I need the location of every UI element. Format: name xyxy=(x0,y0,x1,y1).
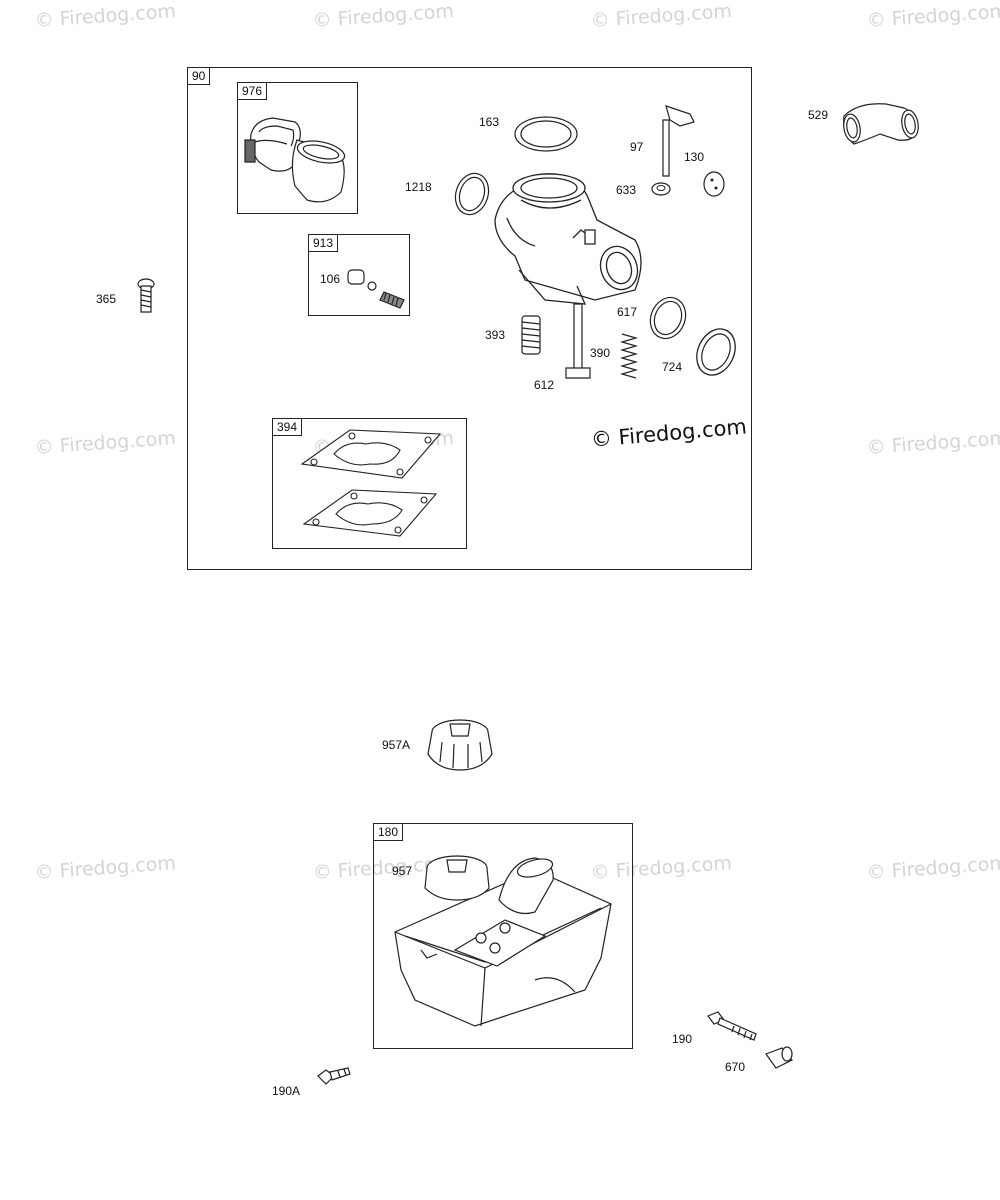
gasket-set-drawing xyxy=(290,420,450,540)
part-label-163[interactable]: 163 xyxy=(479,115,500,129)
part-label-365[interactable]: 365 xyxy=(96,292,117,306)
watermark: © Firedog.com xyxy=(34,852,177,884)
gasket-1218-drawing xyxy=(452,172,496,220)
throttle-shaft-drawing xyxy=(650,100,700,180)
bowl-bolt-612-drawing xyxy=(560,300,600,386)
watermark: © Firedog.com xyxy=(312,0,455,32)
watermark: © Firedog.com xyxy=(866,852,1000,884)
part-label-670[interactable]: 670 xyxy=(725,1060,746,1074)
watermark: © Firedog.com xyxy=(590,0,733,32)
fuel-tank-drawing xyxy=(385,840,625,1040)
watermark: © Firedog.com xyxy=(866,0,1000,32)
carburetor-assembly-frame: 90 xyxy=(187,67,752,570)
elbow-529-drawing xyxy=(838,94,924,150)
part-label-190[interactable]: 190 xyxy=(672,1032,693,1046)
seal-633-drawing xyxy=(650,180,672,198)
part-label-190A[interactable]: 190A xyxy=(272,1084,301,1098)
part-label-1218[interactable]: 1218 xyxy=(405,180,432,194)
fuel-tank-assembly-frame: 180 xyxy=(373,823,633,1049)
part-label-957[interactable]: 957 xyxy=(392,864,413,878)
screw-365-drawing xyxy=(134,276,158,316)
o-ring-163-drawing xyxy=(512,112,582,158)
needle-kit-drawing xyxy=(340,262,410,312)
throttle-plate-drawing xyxy=(700,170,730,200)
spring-390-drawing xyxy=(618,330,640,380)
gasket-kit-frame: 394 xyxy=(272,418,467,549)
part-label-130[interactable]: 130 xyxy=(684,150,705,164)
part-label-529[interactable]: 529 xyxy=(808,108,829,122)
assembly-callout-180[interactable]: 180 xyxy=(374,824,404,841)
assembly-callout-976[interactable]: 976 xyxy=(238,83,268,100)
part-label-617[interactable]: 617 xyxy=(617,305,638,319)
part-label-724[interactable]: 724 xyxy=(662,360,683,374)
intake-elbow-drawing xyxy=(237,82,357,214)
ring-724-drawing xyxy=(692,324,742,380)
watermark: © Firedog.com xyxy=(866,427,1000,459)
part-label-633[interactable]: 633 xyxy=(616,183,637,197)
watermark: © Firedog.com xyxy=(34,0,177,32)
part-label-957A[interactable]: 957A xyxy=(382,738,411,752)
o-ring-617-drawing xyxy=(646,294,690,344)
part-label-390[interactable]: 390 xyxy=(590,346,611,360)
jet-393-drawing xyxy=(518,312,544,358)
assembly-callout-394[interactable]: 394 xyxy=(273,419,303,436)
needle-kit-frame: 913 xyxy=(308,234,410,316)
bolt-190-drawing xyxy=(704,1008,762,1048)
assembly-callout-90[interactable]: 90 xyxy=(188,68,211,85)
intake-kit-frame: 976 xyxy=(237,82,358,214)
part-label-393[interactable]: 393 xyxy=(485,328,506,342)
watermark: © Firedog.com xyxy=(34,427,177,459)
part-label-612[interactable]: 612 xyxy=(534,378,555,392)
carburetor-body-drawing xyxy=(485,160,655,320)
assembly-callout-913[interactable]: 913 xyxy=(309,235,339,252)
fuel-cap-957A-drawing xyxy=(420,714,500,774)
part-label-97[interactable]: 97 xyxy=(630,140,644,154)
bolt-190A-drawing xyxy=(314,1062,354,1092)
spacer-670-drawing xyxy=(762,1044,796,1074)
part-label-106[interactable]: 106 xyxy=(320,272,341,286)
